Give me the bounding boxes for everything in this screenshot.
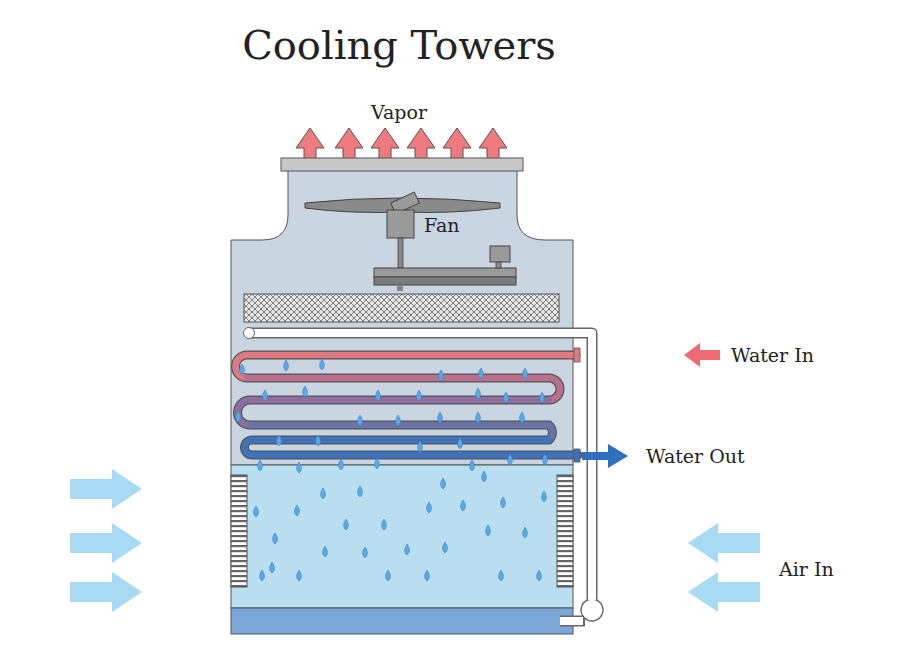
water-droplet [323, 546, 328, 557]
water-droplet [240, 364, 245, 375]
water-droplet [386, 570, 391, 581]
water-droplet [263, 390, 268, 401]
water-droplet [504, 392, 509, 403]
part-label: Air In [779, 558, 834, 580]
water-droplet [520, 412, 525, 423]
water-droplet [254, 506, 259, 517]
water-droplet [417, 390, 422, 401]
water-droplet [339, 459, 344, 470]
part-label: Fan [424, 214, 459, 236]
water-droplet [396, 415, 401, 426]
part-label: Vapor [371, 101, 427, 123]
water-droplet [303, 386, 308, 397]
water-droplet [476, 412, 481, 423]
water-droplet [297, 570, 302, 581]
water-droplet [537, 570, 542, 581]
water-droplet [543, 454, 548, 465]
water-droplet [405, 544, 410, 555]
water-droplet [260, 570, 265, 581]
water-droplet [476, 388, 481, 399]
water-droplet [542, 491, 547, 502]
water-droplet [295, 505, 300, 516]
water-droplet [277, 435, 282, 446]
water-droplet [297, 462, 302, 473]
water-droplet [486, 525, 491, 536]
water-droplet [443, 542, 448, 553]
water-droplet [258, 460, 263, 471]
water-droplet [273, 533, 278, 544]
water-droplet [508, 454, 513, 465]
water-droplet [470, 460, 475, 471]
water-droplet [320, 359, 325, 370]
water-droplet [458, 438, 463, 449]
water-droplet [441, 478, 446, 489]
diagram-title: Cooling Towers [242, 22, 556, 68]
water-droplet [482, 471, 487, 482]
water-droplet [376, 390, 381, 401]
water-droplet [358, 486, 363, 497]
water-droplet [316, 435, 321, 446]
water-droplet [363, 547, 368, 558]
water-droplet [501, 497, 506, 508]
water-droplet [438, 412, 443, 423]
water-droplet [540, 392, 545, 403]
water-droplet [439, 370, 444, 381]
water-droplet [425, 570, 430, 581]
water-droplet [499, 570, 504, 581]
water-droplet [461, 500, 466, 511]
water-droplet [418, 441, 423, 452]
water-droplet [358, 415, 363, 426]
part-label: Water Out [646, 445, 745, 467]
water-droplet [375, 458, 380, 469]
water-droplet [284, 360, 289, 371]
water-droplet [523, 368, 528, 379]
water-droplet [382, 519, 387, 530]
water-droplet [523, 527, 528, 538]
water-droplet [236, 411, 241, 422]
water-droplet [270, 562, 275, 573]
part-label: Water In [731, 344, 814, 366]
water-droplet [479, 368, 484, 379]
water-droplet [321, 488, 326, 499]
water-droplet [427, 502, 432, 513]
water-droplet [344, 519, 349, 530]
